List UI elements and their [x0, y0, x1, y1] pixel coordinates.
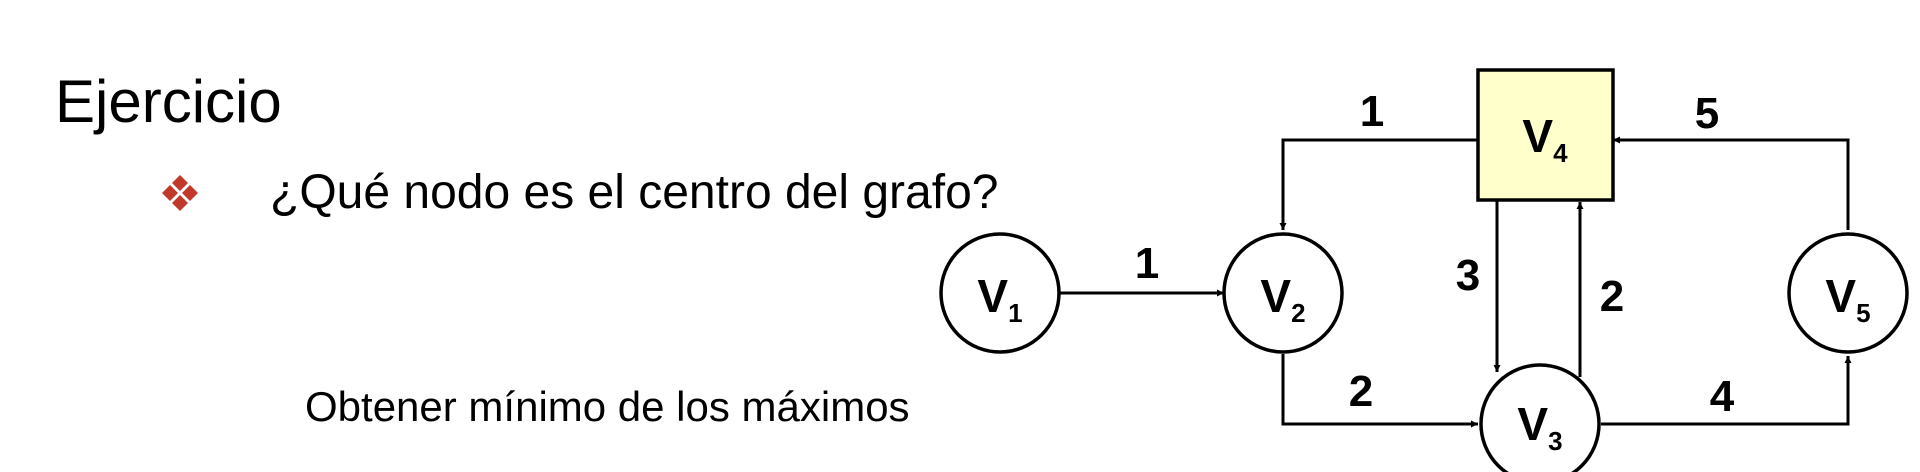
edge-v2-v3 [1281, 354, 1478, 428]
node-v4-letter: V [1522, 110, 1553, 162]
svg-text:V2: V2 [1260, 270, 1305, 328]
edge-v4-v2 [1279, 138, 1478, 230]
edge-v5-v4 [1613, 136, 1850, 230]
node-v1-letter: V [977, 270, 1008, 322]
node-v5-subscript: 5 [1856, 298, 1870, 328]
edge-weight-v4-v3: 3 [1456, 251, 1480, 300]
question-bullet: ¿Qué nodo es el centro del grafo? [160, 168, 998, 218]
edge-weight-v1-v2: 1 [1135, 239, 1159, 288]
edge-weight-v3-v4: 2 [1600, 272, 1624, 321]
slide-title: Ejercicio [55, 68, 282, 135]
edge-weight-v4-v2: 1 [1360, 87, 1384, 136]
node-v1: V1 [939, 232, 1061, 354]
svg-text:V4: V4 [1522, 110, 1568, 168]
node-v4: V4 [1476, 68, 1615, 202]
edge-weight-v3-v5: 4 [1710, 372, 1735, 421]
node-v3-subscript: 3 [1548, 426, 1562, 456]
diamond-cluster-icon [160, 173, 200, 213]
node-v2-subscript: 2 [1291, 298, 1305, 328]
edge-weight-v5-v4: 5 [1695, 89, 1719, 138]
svg-text:V5: V5 [1825, 270, 1870, 328]
node-v5-letter: V [1825, 270, 1856, 322]
node-v4-subscript: 4 [1553, 138, 1568, 168]
node-v3: V3 [1479, 363, 1601, 472]
node-v2-letter: V [1260, 270, 1291, 322]
node-v1-subscript: 1 [1008, 298, 1022, 328]
svg-text:V3: V3 [1517, 398, 1562, 456]
question-text: ¿Qué nodo es el centro del grafo? [270, 166, 999, 219]
node-v5: V5 [1787, 232, 1909, 354]
svg-text:V1: V1 [977, 270, 1022, 328]
edge-v3-v5 [1601, 356, 1852, 426]
edge-weight-v2-v3: 2 [1349, 367, 1373, 416]
hint-text: Obtener mínimo de los máximos [305, 383, 910, 430]
node-v3-letter: V [1517, 398, 1548, 450]
node-v2: V2 [1222, 232, 1344, 354]
